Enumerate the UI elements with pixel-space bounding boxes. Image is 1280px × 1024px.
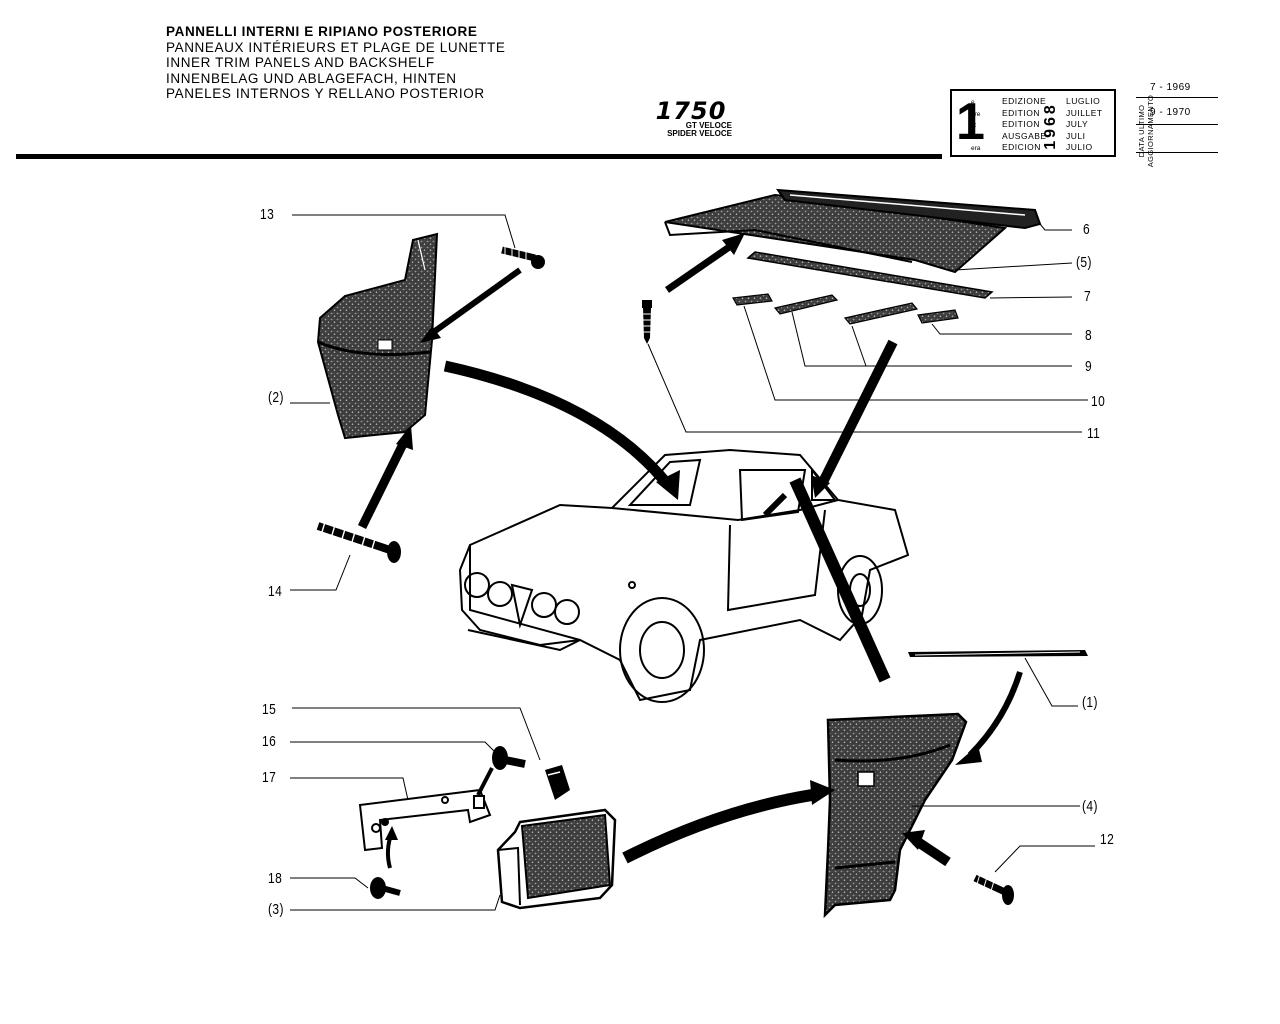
callout-15: 15 — [262, 701, 277, 718]
model-variant-spider: SPIDER VELOCE — [667, 129, 732, 138]
callout-13: 13 — [260, 206, 275, 223]
screw-12-icon — [973, 873, 1014, 905]
title-english: INNER TRIM PANELS AND BACKSHELF — [166, 55, 435, 70]
edition-number: 1 — [956, 93, 985, 151]
clip-15-icon — [545, 765, 570, 800]
callout-3: (3) — [268, 901, 284, 918]
update-line-1 — [1136, 97, 1218, 98]
callout-10: 10 — [1091, 393, 1106, 410]
backshelf-panel — [664, 188, 1042, 274]
title-italian: PANNELLI INTERNI E RIPIANO POSTERIORE — [166, 24, 478, 39]
callout-6: 6 — [1083, 221, 1091, 238]
leader-lines-top — [647, 223, 1088, 433]
update-line-3 — [1136, 152, 1218, 153]
screw-13-icon — [501, 246, 545, 269]
rear-side-panel — [316, 232, 439, 440]
door-strip — [908, 650, 1088, 657]
update-date-1: 7 - 1969 — [1150, 82, 1191, 93]
callout-1: (1) — [1082, 694, 1098, 711]
callout-8: 8 — [1085, 327, 1093, 344]
screw-11-icon — [641, 300, 653, 344]
callout-14: 14 — [268, 583, 283, 600]
callout-5: (5) — [1076, 254, 1092, 271]
header-rule — [16, 154, 942, 159]
callout-4: (4) — [1082, 798, 1098, 815]
model-number: 1750 — [655, 97, 727, 125]
callout-9: 9 — [1085, 358, 1093, 375]
callout-2: (2) — [268, 389, 284, 406]
ashtray-bracket — [358, 788, 492, 852]
screw-16-icon — [492, 746, 526, 770]
edition-labels: EDIZIONE EDITION EDITION AUSGABE EDICION — [1002, 96, 1047, 153]
shelf-pads — [732, 293, 959, 325]
callout-17: 17 — [262, 769, 277, 786]
callout-16: 16 — [262, 733, 277, 750]
title-french: PANNEAUX INTÉRIEURS ET PLAGE DE LUNETTE — [166, 39, 506, 55]
screw-18-icon — [370, 877, 401, 899]
title-german: INNENBELAG UND ABLAGEFACH, HINTEN — [166, 70, 457, 86]
title-block: PANNELLI INTERNI E RIPIANO POSTERIORE PA… — [166, 24, 505, 102]
callout-11: 11 — [1087, 425, 1101, 442]
callout-18: 18 — [268, 870, 283, 887]
edition-box: 1 e ère st . era EDIZIONE EDITION EDITIO… — [950, 89, 1116, 157]
update-date-2: 9 - 1970 — [1150, 107, 1191, 118]
door-panel — [823, 712, 968, 919]
title-spanish: PANELES INTERNOS Y RELLANO POSTERIOR — [166, 86, 485, 101]
model-badge: 1750 GT VELOCE SPIDER VELOCE — [650, 97, 732, 138]
ashtray-housing — [496, 808, 617, 910]
shelf-strip — [746, 251, 994, 299]
leader-lines-left — [290, 214, 541, 911]
callout-12: 12 — [1100, 831, 1115, 848]
screw-14-icon — [316, 521, 401, 563]
callout-7: 7 — [1084, 288, 1092, 305]
model-variant-gt: GT VELOCE — [685, 121, 732, 130]
update-line-2 — [1136, 124, 1218, 125]
edition-ordinals: e ère st . era — [971, 99, 981, 152]
edition-months: LUGLIO JUILLET JULY JULI JULIO — [1066, 96, 1103, 153]
